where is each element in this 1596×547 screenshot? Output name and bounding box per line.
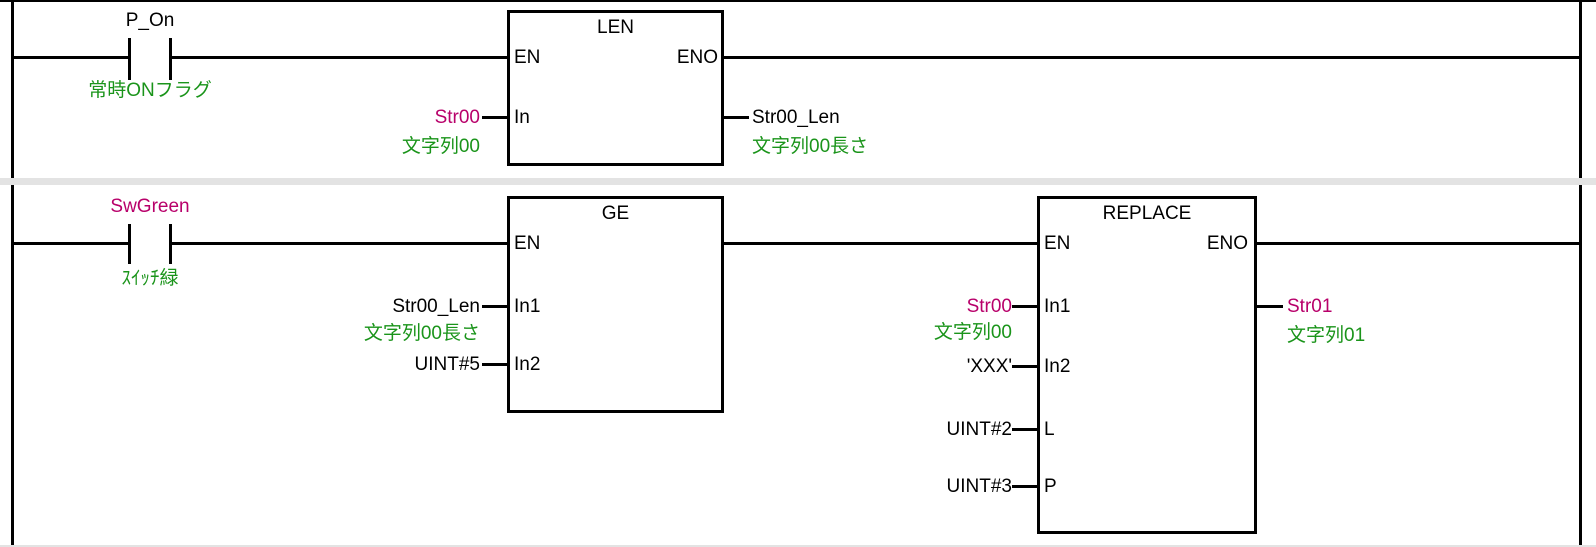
replace-function-block[interactable] (1037, 196, 1257, 534)
eno-wire (724, 56, 1579, 59)
contact-right-bar (169, 38, 172, 80)
replace-in2-pin-label: In2 (1044, 356, 1071, 377)
contact-right-bar (169, 224, 172, 264)
pin-stub-wire (724, 116, 749, 119)
replace-out-operand-comment: 文字列01 (1287, 325, 1366, 346)
len-out-operand[interactable]: Str00_Len (752, 107, 840, 128)
contact-p-on[interactable] (128, 38, 172, 80)
len-en-pin-label: EN (514, 47, 541, 68)
ge-block-title: GE (601, 203, 630, 224)
replace-in1-operand[interactable]: Str00 (966, 296, 1012, 317)
replace-in1-pin-label: In1 (1044, 296, 1071, 317)
len-in-operand-comment: 文字列00 (401, 136, 480, 157)
contact-variable-comment: 常時ONフラグ (88, 80, 212, 101)
rung-separator (0, 178, 1596, 185)
contact-left-bar (128, 38, 131, 80)
replace-l-operand[interactable]: UINT#2 (946, 419, 1012, 440)
ge-in2-pin-label: In2 (514, 354, 541, 375)
ge-in2-operand[interactable]: UINT#5 (414, 354, 480, 375)
replace-in2-operand[interactable]: 'XXX' (966, 356, 1012, 377)
replace-in1-operand-comment: 文字列00 (933, 322, 1012, 343)
left-power-rail (11, 0, 14, 547)
section-bottom-separator (0, 545, 1596, 547)
replace-p-pin-label: P (1044, 476, 1057, 497)
ge-function-block[interactable] (507, 196, 724, 413)
replace-out-operand[interactable]: Str01 (1287, 296, 1333, 317)
len-out-operand-comment: 文字列00長さ (752, 136, 869, 157)
wire-segment (724, 242, 1037, 245)
contact-swgreen[interactable] (128, 224, 172, 264)
pin-stub-wire (1012, 485, 1037, 488)
eno-wire (1257, 242, 1579, 245)
pin-stub-wire (482, 305, 507, 308)
replace-en-pin-label: EN (1044, 233, 1071, 254)
replace-l-pin-label: L (1044, 419, 1055, 440)
replace-p-operand[interactable]: UINT#3 (946, 476, 1012, 497)
right-power-rail (1579, 0, 1582, 547)
ge-in1-pin-label: In1 (514, 296, 541, 317)
wire-segment (172, 56, 507, 59)
pin-stub-wire (482, 116, 507, 119)
ge-in1-operand[interactable]: Str00_Len (392, 296, 480, 317)
ge-in1-operand-comment: 文字列00長さ (363, 323, 480, 344)
len-in-pin-label: In (514, 107, 530, 128)
len-function-block[interactable] (507, 10, 724, 166)
section-top-border (0, 0, 1596, 2)
pin-stub-wire (1012, 305, 1037, 308)
len-eno-pin-label: ENO (676, 47, 718, 68)
pin-stub-wire (1257, 305, 1283, 308)
pin-stub-wire (1012, 365, 1037, 368)
pin-stub-wire (1012, 428, 1037, 431)
contact-variable-name[interactable]: SwGreen (110, 196, 190, 217)
ge-en-pin-label: EN (514, 233, 541, 254)
wire-segment (14, 242, 128, 245)
wire-segment (14, 56, 128, 59)
contact-variable-name[interactable]: P_On (125, 10, 175, 31)
len-block-title: LEN (597, 17, 634, 38)
contact-variable-comment: ｽｲｯﾁ緑 (121, 268, 179, 289)
replace-block-title: REPLACE (1102, 203, 1192, 224)
len-in-operand[interactable]: Str00 (434, 107, 480, 128)
replace-eno-pin-label: ENO (1206, 233, 1248, 254)
contact-left-bar (128, 224, 131, 264)
wire-segment (172, 242, 507, 245)
pin-stub-wire (482, 363, 507, 366)
